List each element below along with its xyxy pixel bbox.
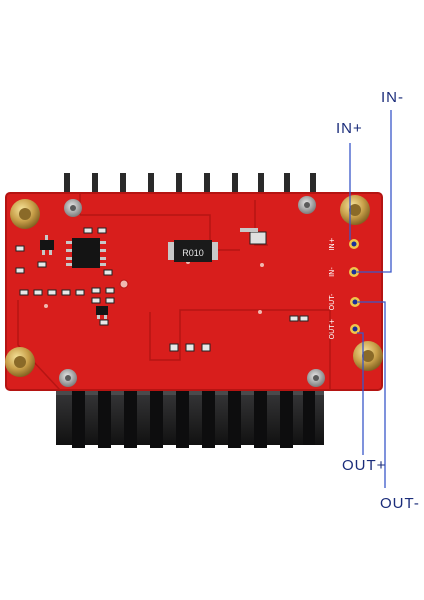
current-sense-resistor: R010 [168,240,218,262]
callout-out-minus: OUT- [380,495,420,512]
standoff-bottom-left [5,347,35,377]
controller-ic [66,238,106,268]
mounting-screws [59,196,325,387]
heatsink-fins [72,390,315,448]
callout-line-out-minus [358,301,386,488]
smd-components [15,227,309,352]
sot23-transistor [96,306,108,319]
callout-in-minus: IN- [381,89,404,106]
vias [44,260,264,314]
callout-out-plus: OUT+ [342,457,387,474]
callout-line-out-plus [357,332,364,455]
silk-label-out-minus: OUT- [328,293,336,310]
standoff-top-left [10,199,40,229]
standoff-top-right [340,195,370,225]
standoff-bottom-right [353,341,383,371]
silk-label-in-minus: IN- [328,267,336,277]
to220-pins [64,173,316,199]
resistor-marking: R010 [182,248,204,258]
sot23-transistor [40,235,54,255]
silk-label-out-plus: OUT+ [328,318,336,339]
callout-line-in-minus [357,110,392,273]
terminal-pads [349,239,360,334]
silk-label-in-plus: IN+ [328,237,336,250]
callout-in-plus: IN+ [336,120,363,137]
